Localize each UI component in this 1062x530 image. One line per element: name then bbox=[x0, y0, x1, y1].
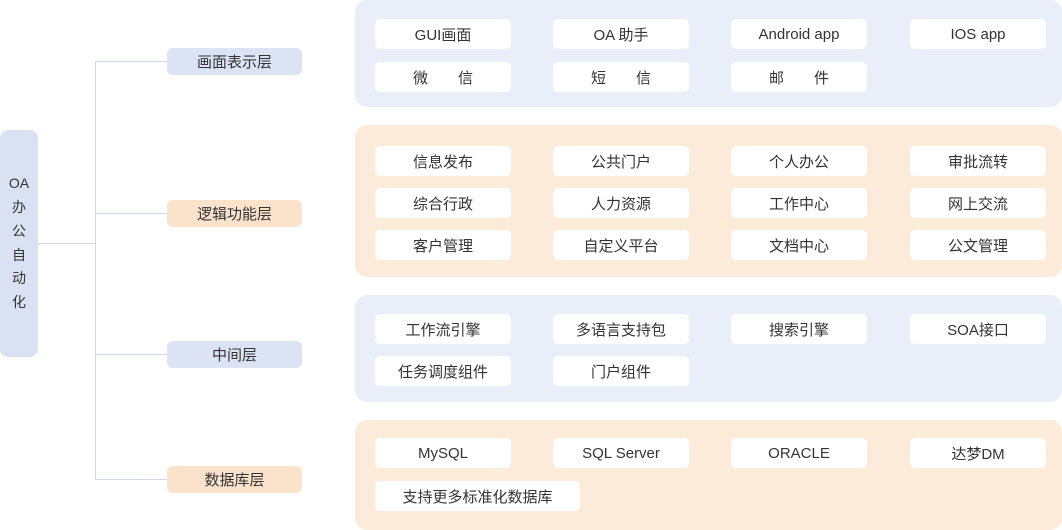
chip: 搜索引擎 bbox=[731, 314, 867, 344]
layer-label-logic: 逻辑功能层 bbox=[167, 200, 302, 227]
connector-branch-presentation bbox=[95, 61, 167, 62]
root-node: OA 办公自动化 bbox=[0, 130, 38, 357]
root-label: OA 办公自动化 bbox=[8, 175, 30, 311]
chip: 综合行政 bbox=[375, 188, 511, 218]
chip: 达梦DM bbox=[910, 438, 1046, 468]
connector-branch-middle bbox=[95, 354, 167, 355]
chip: 公文管理 bbox=[910, 230, 1046, 260]
chip: MySQL bbox=[375, 438, 511, 468]
chip: 多语言支持包 bbox=[553, 314, 689, 344]
chip: 审批流转 bbox=[910, 146, 1046, 176]
chip: 客户管理 bbox=[375, 230, 511, 260]
panel-middle: 工作流引擎 多语言支持包 搜索引擎 SOA接口 任务调度组件 门户组件 bbox=[355, 295, 1062, 402]
connector-root-line bbox=[38, 243, 95, 244]
chip: 工作流引擎 bbox=[375, 314, 511, 344]
panel-logic: 信息发布 公共门户 个人办公 审批流转 综合行政 人力资源 工作中心 网上交流 … bbox=[355, 125, 1062, 277]
chip: 自定义平台 bbox=[553, 230, 689, 260]
connector-branch-database bbox=[95, 479, 167, 480]
panel-presentation: GUI画面 OA 助手 Android app IOS app 微 信 短 信 … bbox=[355, 0, 1062, 107]
chip: 公共门户 bbox=[553, 146, 689, 176]
layer-label-presentation: 画面表示层 bbox=[167, 48, 302, 75]
connector-branch-logic bbox=[95, 213, 167, 214]
layer-label-middle: 中间层 bbox=[167, 341, 302, 368]
chip: SOA接口 bbox=[910, 314, 1046, 344]
chip: 文档中心 bbox=[731, 230, 867, 260]
chip: Android app bbox=[731, 19, 867, 49]
layer-label-database: 数据库层 bbox=[167, 466, 302, 493]
chip: GUI画面 bbox=[375, 19, 511, 49]
connector-trunk-line bbox=[95, 61, 96, 480]
chip: 人力资源 bbox=[553, 188, 689, 218]
chip: 个人办公 bbox=[731, 146, 867, 176]
chip: IOS app bbox=[910, 19, 1046, 49]
chip: 工作中心 bbox=[731, 188, 867, 218]
chip: SQL Server bbox=[553, 438, 689, 468]
panel-database: MySQL SQL Server ORACLE 达梦DM 支持更多标准化数据库 bbox=[355, 420, 1062, 530]
chip: 支持更多标准化数据库 bbox=[375, 481, 580, 511]
chip: 邮 件 bbox=[731, 62, 867, 92]
chip: 门户组件 bbox=[553, 356, 689, 386]
chip: OA 助手 bbox=[553, 19, 689, 49]
chip: 信息发布 bbox=[375, 146, 511, 176]
chip: 网上交流 bbox=[910, 188, 1046, 218]
chip: 短 信 bbox=[553, 62, 689, 92]
chip: ORACLE bbox=[731, 438, 867, 468]
chip: 微 信 bbox=[375, 62, 511, 92]
chip: 任务调度组件 bbox=[375, 356, 511, 386]
